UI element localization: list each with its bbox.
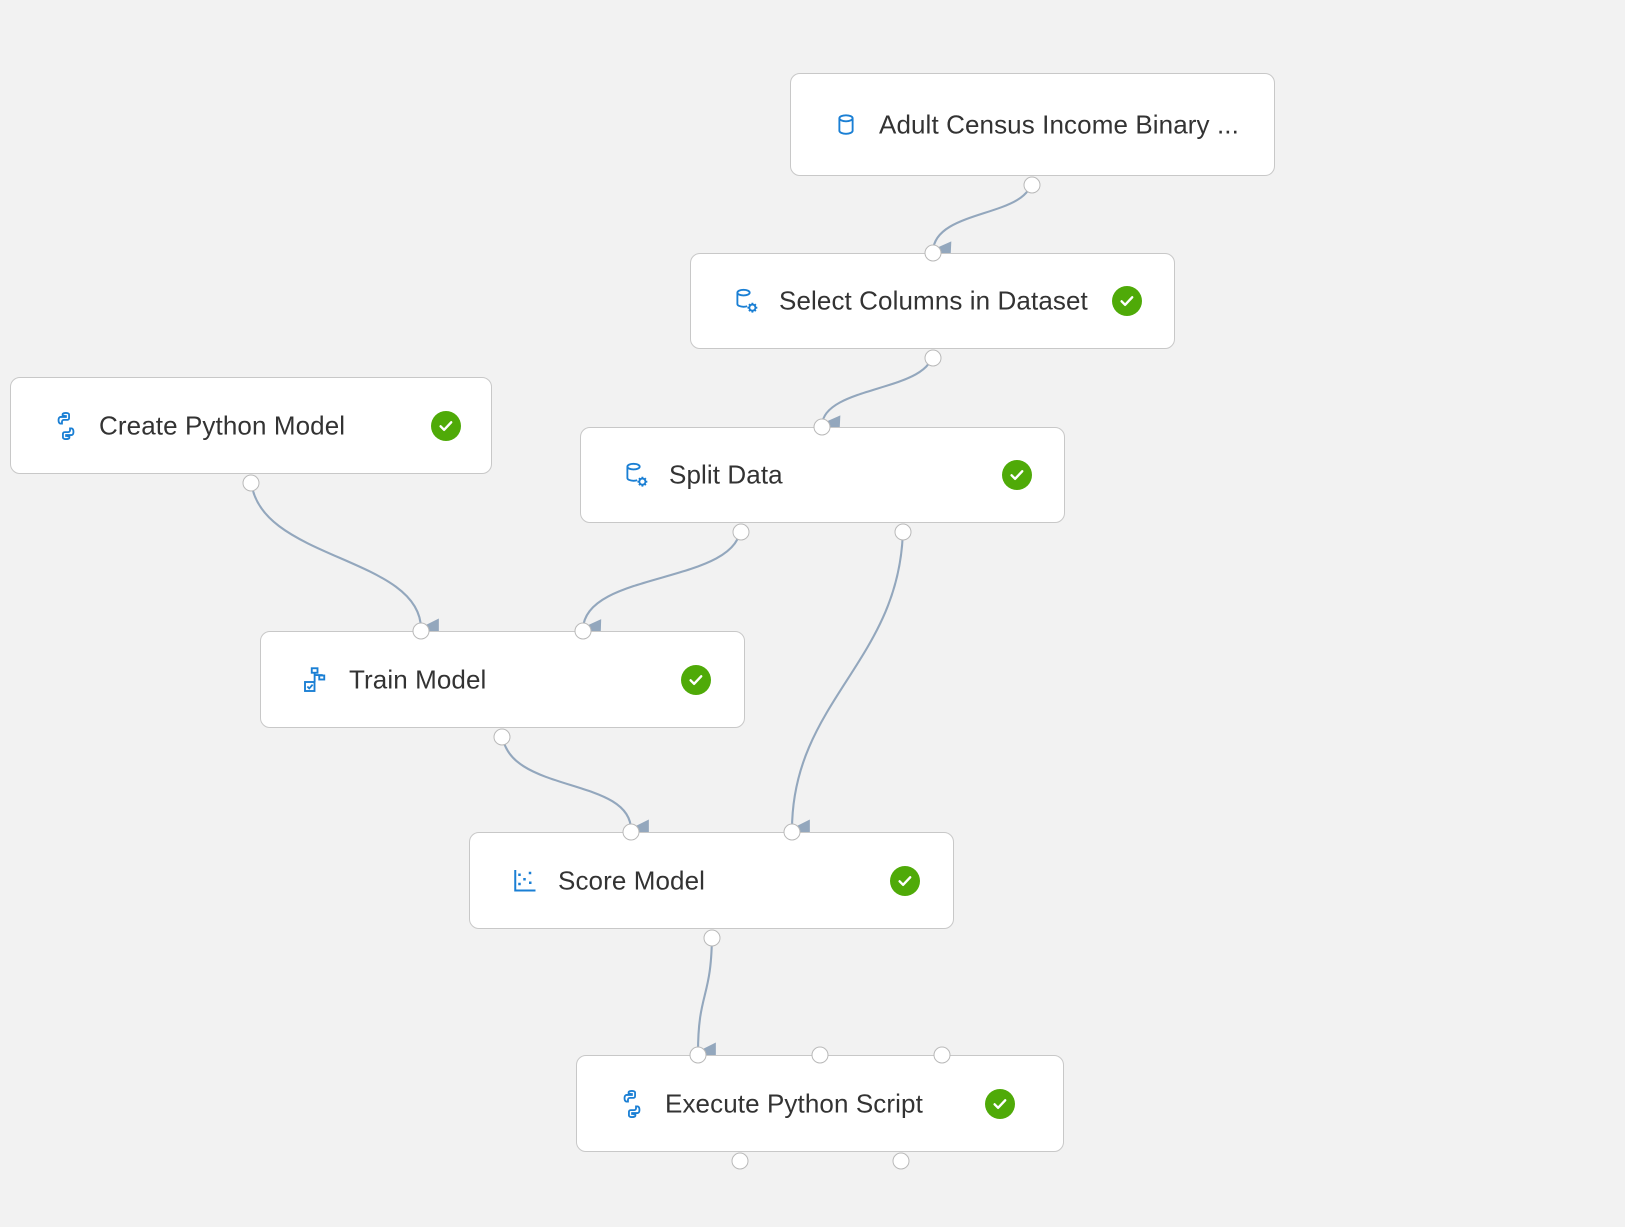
input-port[interactable] bbox=[412, 622, 430, 640]
edge-connector[interactable] bbox=[818, 350, 935, 437]
python-icon bbox=[615, 1087, 649, 1121]
database-icon bbox=[829, 108, 863, 142]
check-circle-icon bbox=[1008, 466, 1026, 484]
output-port[interactable] bbox=[242, 474, 260, 491]
status-badge-succeeded bbox=[1002, 460, 1032, 490]
node-title: Select Columns in Dataset bbox=[779, 285, 1088, 316]
output-port[interactable] bbox=[924, 349, 942, 366]
input-port[interactable] bbox=[622, 823, 640, 841]
pipeline-node-train-model[interactable]: Train Model bbox=[260, 631, 745, 728]
output-port[interactable] bbox=[732, 523, 750, 540]
input-port[interactable] bbox=[783, 823, 801, 841]
output-port[interactable] bbox=[731, 1152, 749, 1169]
output-port[interactable] bbox=[703, 929, 721, 946]
input-port[interactable] bbox=[689, 1046, 707, 1064]
node-title: Split Data bbox=[669, 459, 783, 490]
status-badge-succeeded bbox=[431, 410, 461, 441]
check-circle-icon bbox=[687, 671, 705, 689]
database-gear-icon bbox=[729, 284, 763, 318]
node-title: Create Python Model bbox=[99, 410, 346, 440]
status-badge-succeeded bbox=[681, 664, 711, 695]
check-circle-icon bbox=[991, 1095, 1009, 1113]
database-gear-icon bbox=[619, 458, 653, 492]
pipeline-node-execute-python-script[interactable]: Execute Python Script bbox=[576, 1055, 1064, 1152]
edge-connector[interactable] bbox=[579, 524, 743, 641]
scatter-plot-icon bbox=[508, 864, 542, 898]
check-circle-icon bbox=[896, 872, 914, 890]
pipeline-node-score-model[interactable]: Score Model bbox=[469, 832, 954, 929]
pipeline-node-create-python-model[interactable]: Create Python Model bbox=[10, 377, 492, 474]
output-port[interactable] bbox=[894, 523, 912, 540]
input-port[interactable] bbox=[811, 1046, 829, 1064]
train-model-icon bbox=[299, 663, 333, 697]
node-title: Execute Python Script bbox=[665, 1088, 923, 1118]
pipeline-node-select-columns-in-dataset[interactable]: Select Columns in Dataset bbox=[690, 253, 1175, 349]
node-title: Score Model bbox=[558, 865, 706, 895]
edge-connector[interactable] bbox=[500, 729, 649, 841]
node-title: Train Model bbox=[349, 664, 487, 694]
edge-connector[interactable] bbox=[929, 177, 1034, 263]
status-badge-succeeded bbox=[1112, 286, 1142, 316]
input-port[interactable] bbox=[574, 622, 592, 640]
input-port[interactable] bbox=[813, 418, 831, 436]
edge-connector[interactable] bbox=[788, 524, 905, 841]
output-port[interactable] bbox=[892, 1152, 910, 1169]
output-port[interactable] bbox=[1023, 176, 1041, 193]
pipeline-node-split-data[interactable]: Split Data bbox=[580, 427, 1065, 523]
pipeline-node-adult-census-income-binary[interactable]: Adult Census Income Binary ... bbox=[790, 73, 1275, 176]
python-icon bbox=[49, 409, 83, 443]
status-badge-succeeded bbox=[890, 865, 920, 896]
output-port[interactable] bbox=[493, 728, 511, 745]
input-port[interactable] bbox=[933, 1046, 951, 1064]
input-port[interactable] bbox=[924, 244, 942, 262]
node-title: Adult Census Income Binary ... bbox=[879, 109, 1239, 139]
check-circle-icon bbox=[437, 417, 455, 435]
edge-connector[interactable] bbox=[694, 930, 716, 1064]
check-circle-icon bbox=[1118, 292, 1136, 310]
status-badge-succeeded bbox=[985, 1088, 1015, 1119]
edge-connector[interactable] bbox=[249, 475, 439, 640]
